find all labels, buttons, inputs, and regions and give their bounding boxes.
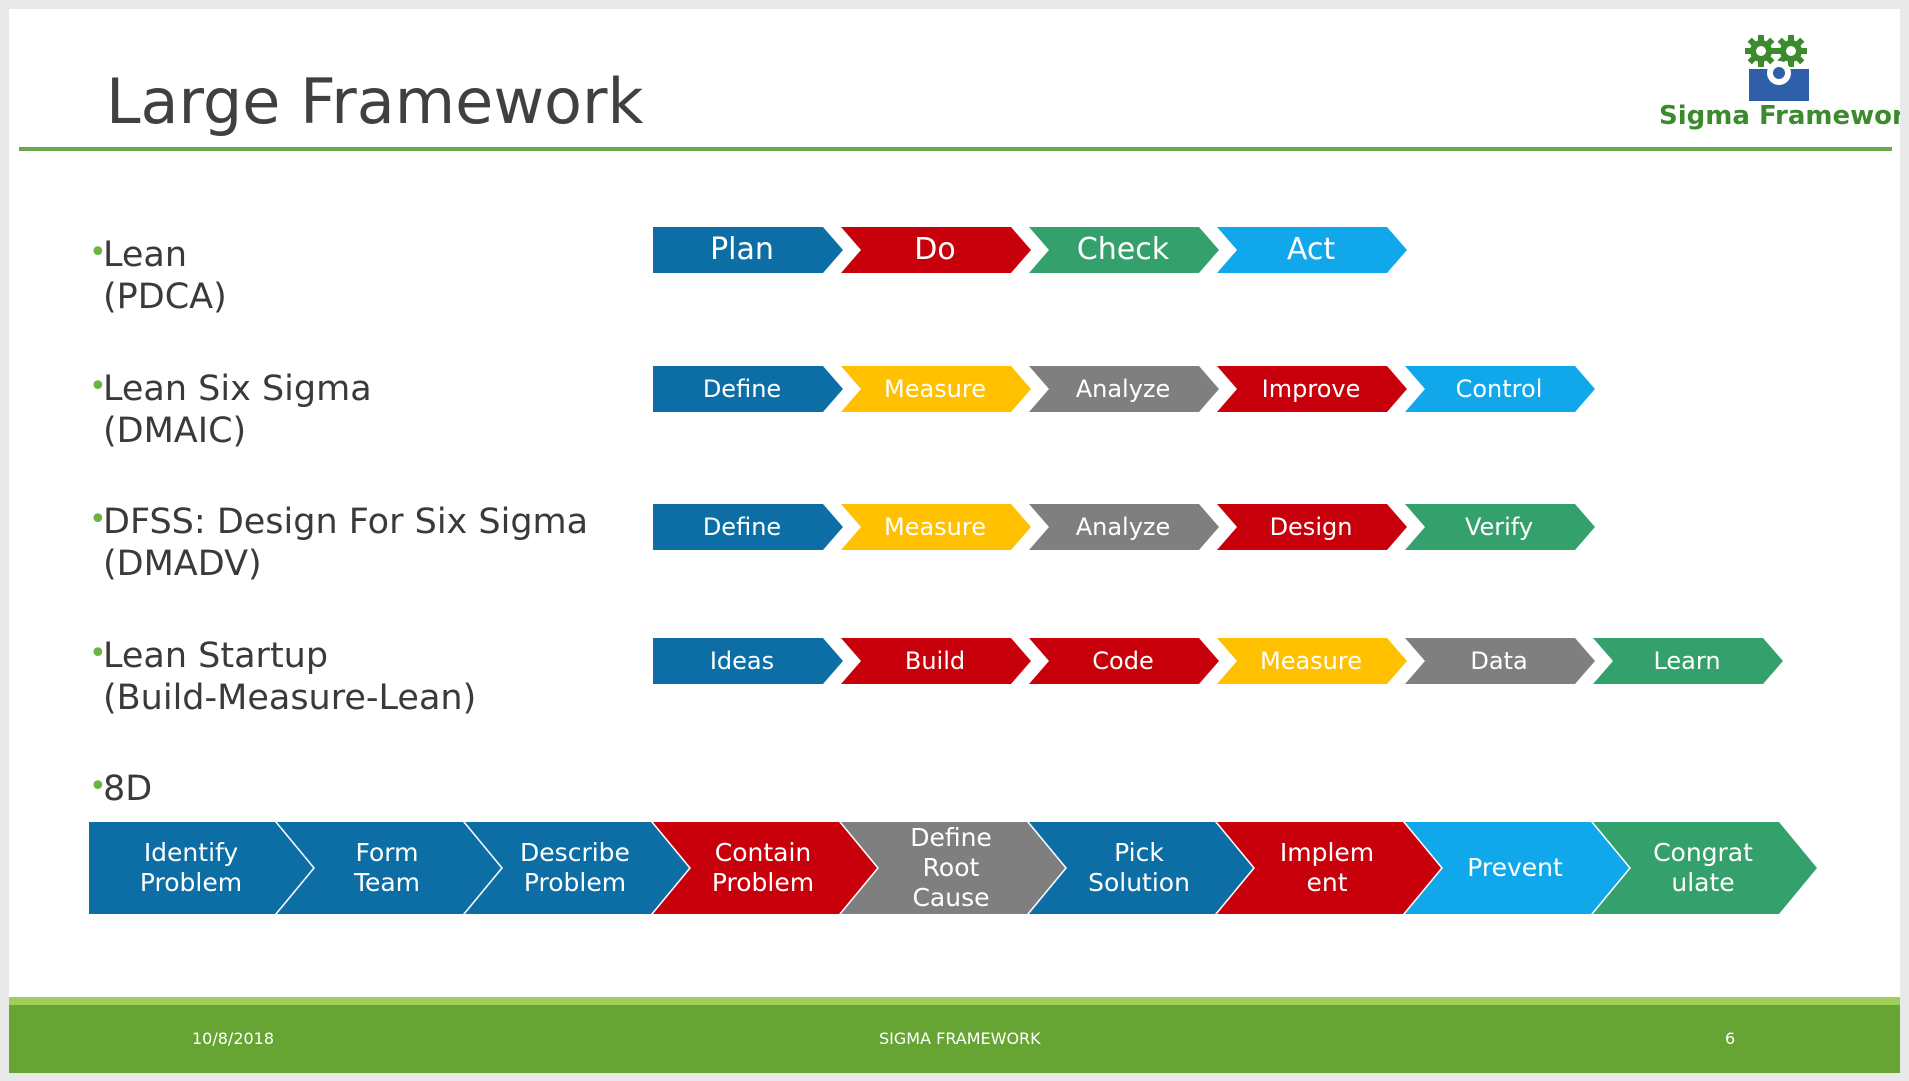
framework-name: 8D: [103, 769, 153, 809]
process-step-chevron: Plan: [653, 227, 843, 273]
process-step-label: Analyze: [1075, 374, 1171, 403]
process-step-chevron: Check: [1029, 227, 1219, 273]
process-step-label: Ideas: [709, 646, 775, 675]
process-step-chevron: Control: [1405, 366, 1595, 412]
framework-name: Lean Six Sigma: [103, 369, 372, 409]
process-step-label: Design: [1269, 512, 1353, 541]
process-step-chevron: Do: [841, 227, 1031, 273]
framework-acronym: (DMAIC): [103, 411, 247, 451]
process-step-chevron: Measure: [841, 366, 1031, 412]
process-step-chevron: Ideas: [653, 638, 843, 684]
process-step-label: Contain Problem: [711, 838, 815, 897]
bullet-dot: •: [89, 769, 107, 804]
logo-text: Sigma Framework: [1659, 101, 1900, 131]
footer-accent: [9, 997, 1900, 1005]
bullet-dot: •: [89, 636, 107, 671]
footer-date: 10/8/2018: [192, 1029, 275, 1048]
process-step-label: Measure: [884, 512, 986, 541]
footer-page-number: 6: [1725, 1029, 1736, 1048]
process-step-label: Implem ent: [1279, 838, 1375, 897]
process-step-chevron: Verify: [1405, 504, 1595, 550]
process-step-chevron: Contain Problem: [653, 822, 877, 914]
process-step-chevron: Identify Problem: [89, 822, 313, 914]
process-step-label: Control: [1455, 374, 1543, 403]
footer: 10/8/2018 SIGMA FRAMEWORK 6: [9, 1005, 1900, 1073]
process-step-label: Act: [1286, 232, 1336, 267]
bullet-dot: •: [89, 235, 107, 270]
process-step-chevron: Design: [1217, 504, 1407, 550]
process-step-label: Congrat ulate: [1653, 838, 1753, 897]
process-step-chevron: Data: [1405, 638, 1595, 684]
process-step-chevron: Define: [653, 366, 843, 412]
process-step-chevron: Build: [841, 638, 1031, 684]
process-step-label: Data: [1470, 646, 1528, 675]
framework-name: Lean: [103, 235, 188, 275]
slide: Large Framework: [9, 9, 1900, 1073]
process-step-label: Measure: [884, 374, 986, 403]
framework-name: DFSS: Design For Six Sigma: [103, 502, 589, 542]
title-divider: [19, 147, 1892, 151]
process-step-chevron: Learn: [1593, 638, 1783, 684]
process-step-label: Define: [702, 512, 782, 541]
footer-title: SIGMA FRAMEWORK: [879, 1029, 1041, 1048]
slide-title: Large Framework: [106, 65, 644, 138]
process-step-label: Identify Problem: [139, 838, 243, 897]
process-step-label: Define Root Cause: [910, 823, 992, 912]
bullet-dot: •: [89, 369, 107, 404]
process-step-label: Plan: [710, 232, 774, 267]
framework-acronym: (Build-Measure-Lean): [103, 678, 477, 718]
process-step-label: Pick Solution: [1088, 838, 1190, 897]
framework-acronym: (PDCA): [103, 277, 227, 317]
process-step-chevron: Act: [1217, 227, 1407, 273]
process-step-label: Verify: [1464, 512, 1534, 541]
process-step-label: Build: [904, 646, 966, 675]
process-step-chevron: Analyze: [1029, 504, 1219, 550]
process-step-label: Analyze: [1075, 512, 1171, 541]
process-step-label: Improve: [1261, 374, 1361, 403]
process-step-label: Code: [1092, 646, 1154, 675]
process-step-label: Define: [702, 374, 782, 403]
process-step-label: Check: [1076, 232, 1170, 267]
process-step-chevron: Congrat ulate: [1593, 822, 1817, 914]
bullet-dot: •: [89, 502, 107, 537]
process-step-chevron: Define: [653, 504, 843, 550]
process-step-label: Learn: [1653, 646, 1721, 675]
process-step-label: Prevent: [1467, 853, 1563, 882]
process-step-label: Form Team: [353, 838, 421, 897]
process-step-chevron: Code: [1029, 638, 1219, 684]
process-step-label: Do: [914, 232, 956, 267]
framework-name: Lean Startup: [103, 636, 329, 676]
process-step-chevron: Measure: [1217, 638, 1407, 684]
process-step-chevron: Describe Problem: [465, 822, 689, 914]
gear-logo-icon: [1745, 35, 1809, 101]
process-step-label: Describe Problem: [520, 838, 630, 897]
process-step-chevron: Analyze: [1029, 366, 1219, 412]
process-step-label: Measure: [1260, 646, 1362, 675]
logo: Sigma Framework: [1659, 31, 1900, 141]
framework-acronym: (DMADV): [103, 544, 262, 584]
process-step-chevron: Improve: [1217, 366, 1407, 412]
process-step-chevron: Measure: [841, 504, 1031, 550]
